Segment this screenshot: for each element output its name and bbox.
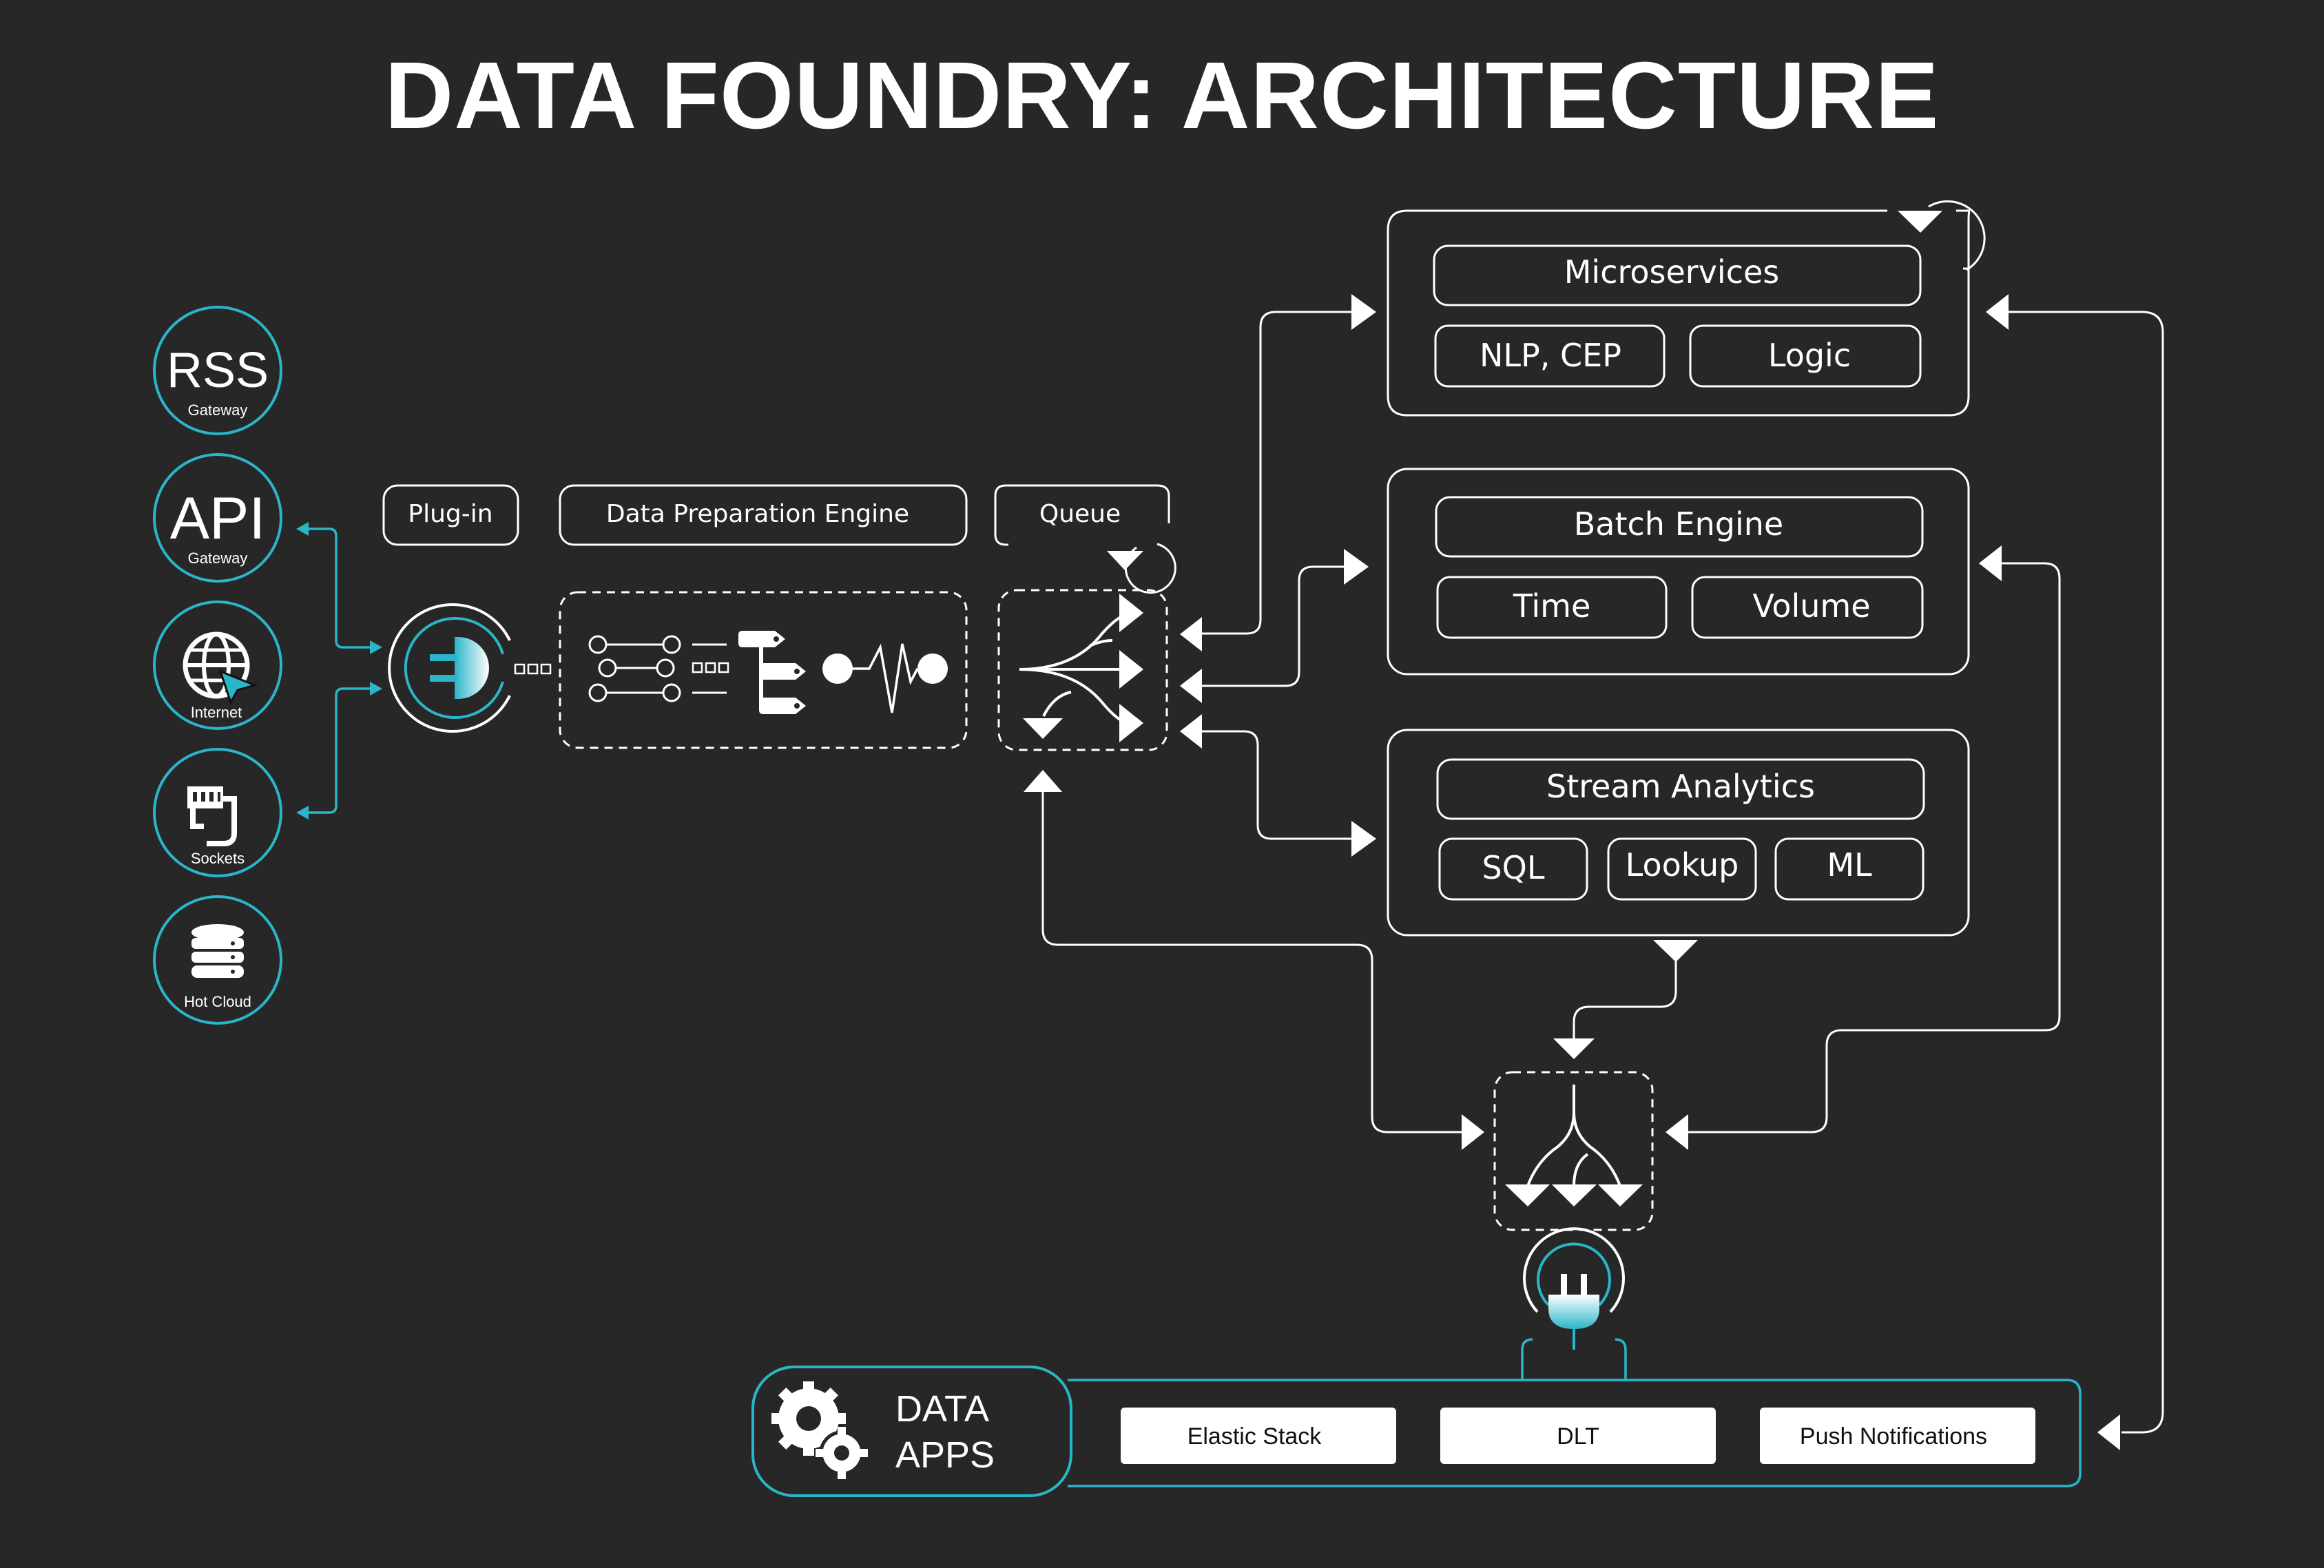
merge-hub[interactable]: [1493, 1071, 1654, 1231]
gears-icon: [771, 1381, 868, 1479]
queue-box[interactable]: [997, 589, 1168, 751]
stream-item-sql: SQL: [1482, 849, 1544, 886]
source-api[interactable]: API Gateway: [153, 453, 282, 583]
plugin-label: Plug-in: [408, 500, 492, 528]
source-arrowheads: [296, 522, 382, 819]
microservices-panel[interactable]: Microservices NLP, CEP Logic: [1387, 200, 1986, 417]
batch-engine-panel[interactable]: Batch Engine Time Volume: [1387, 468, 1970, 676]
data-apps-title-line1: DATA: [895, 1388, 989, 1430]
source-internet-sub: Internet: [191, 704, 242, 721]
router-icon: [1019, 613, 1130, 724]
signal-icon: [822, 643, 948, 713]
source-api-sub: Gateway: [188, 550, 248, 567]
source-sockets[interactable]: Sockets: [153, 748, 282, 877]
source-internet[interactable]: Internet: [153, 600, 282, 730]
elastic-stack-label: Elastic Stack: [1187, 1423, 1322, 1450]
node-graph-icon: [588, 635, 727, 702]
microservices-item-nlp: NLP, CEP: [1480, 337, 1621, 374]
tag-tree-icon: [738, 631, 806, 714]
apps-plug-icon[interactable]: [1523, 1227, 1625, 1350]
source-rss-sub: Gateway: [188, 401, 248, 419]
stream-analytics-title: Stream Analytics: [1546, 768, 1815, 805]
engine-arrowheads: [1180, 294, 1376, 857]
source-api-label: API: [170, 485, 266, 552]
globe-icon: [183, 631, 258, 705]
microservices-title: Microservices: [1564, 253, 1780, 291]
data-apps-panel[interactable]: DATA APPS Elastic Stack DLT Push Notific…: [751, 1338, 2082, 1497]
queue-label-box: Queue: [994, 484, 1176, 594]
push-notifications-label: Push Notifications: [1800, 1423, 1987, 1450]
data-apps-title-line2: APPS: [895, 1434, 995, 1476]
prep-engine-box[interactable]: [559, 591, 968, 749]
hub-arrowheads: [1024, 294, 2120, 1450]
source-rss[interactable]: RSS Gateway: [153, 306, 282, 435]
database-icon: [191, 924, 244, 978]
hub-connectors: [1041, 311, 2164, 1434]
engine-connectors: [1199, 311, 1360, 840]
queue-label: Queue: [1039, 500, 1121, 528]
transfer-dots: [692, 662, 729, 673]
batch-item-time: Time: [1513, 587, 1591, 625]
plug-dots: [514, 663, 552, 675]
dlt-label: DLT: [1557, 1423, 1599, 1450]
batch-engine-title: Batch Engine: [1574, 505, 1784, 543]
source-sockets-sub: Sockets: [191, 850, 245, 867]
source-rss-label: RSS: [167, 343, 269, 398]
microservices-item-logic: Logic: [1768, 337, 1851, 374]
socket-icon: [187, 786, 237, 846]
batch-item-volume: Volume: [1752, 587, 1870, 625]
push-notifications-button[interactable]: Push Notifications: [1760, 1408, 2035, 1464]
dlt-button[interactable]: DLT: [1440, 1408, 1716, 1464]
stream-item-ml: ML: [1827, 846, 1872, 884]
plugin-label-box: Plug-in: [382, 484, 519, 546]
source-hot-cloud-sub: Hot Cloud: [184, 993, 251, 1010]
page-title: DATA FOUNDRY: ARCHITECTURE: [384, 43, 1940, 149]
stream-analytics-panel[interactable]: Stream Analytics SQL Lookup ML: [1387, 729, 1970, 937]
router-arrowheads: [1023, 594, 1143, 742]
source-hot-cloud[interactable]: Hot Cloud: [153, 895, 282, 1025]
elastic-stack-button[interactable]: Elastic Stack: [1121, 1408, 1396, 1464]
prep-engine-label-box: Data Preparation Engine: [559, 484, 968, 546]
prep-engine-label: Data Preparation Engine: [606, 500, 909, 528]
stream-item-lookup: Lookup: [1626, 846, 1739, 884]
source-connectors: [307, 527, 372, 814]
plug-icon[interactable]: [388, 603, 511, 733]
